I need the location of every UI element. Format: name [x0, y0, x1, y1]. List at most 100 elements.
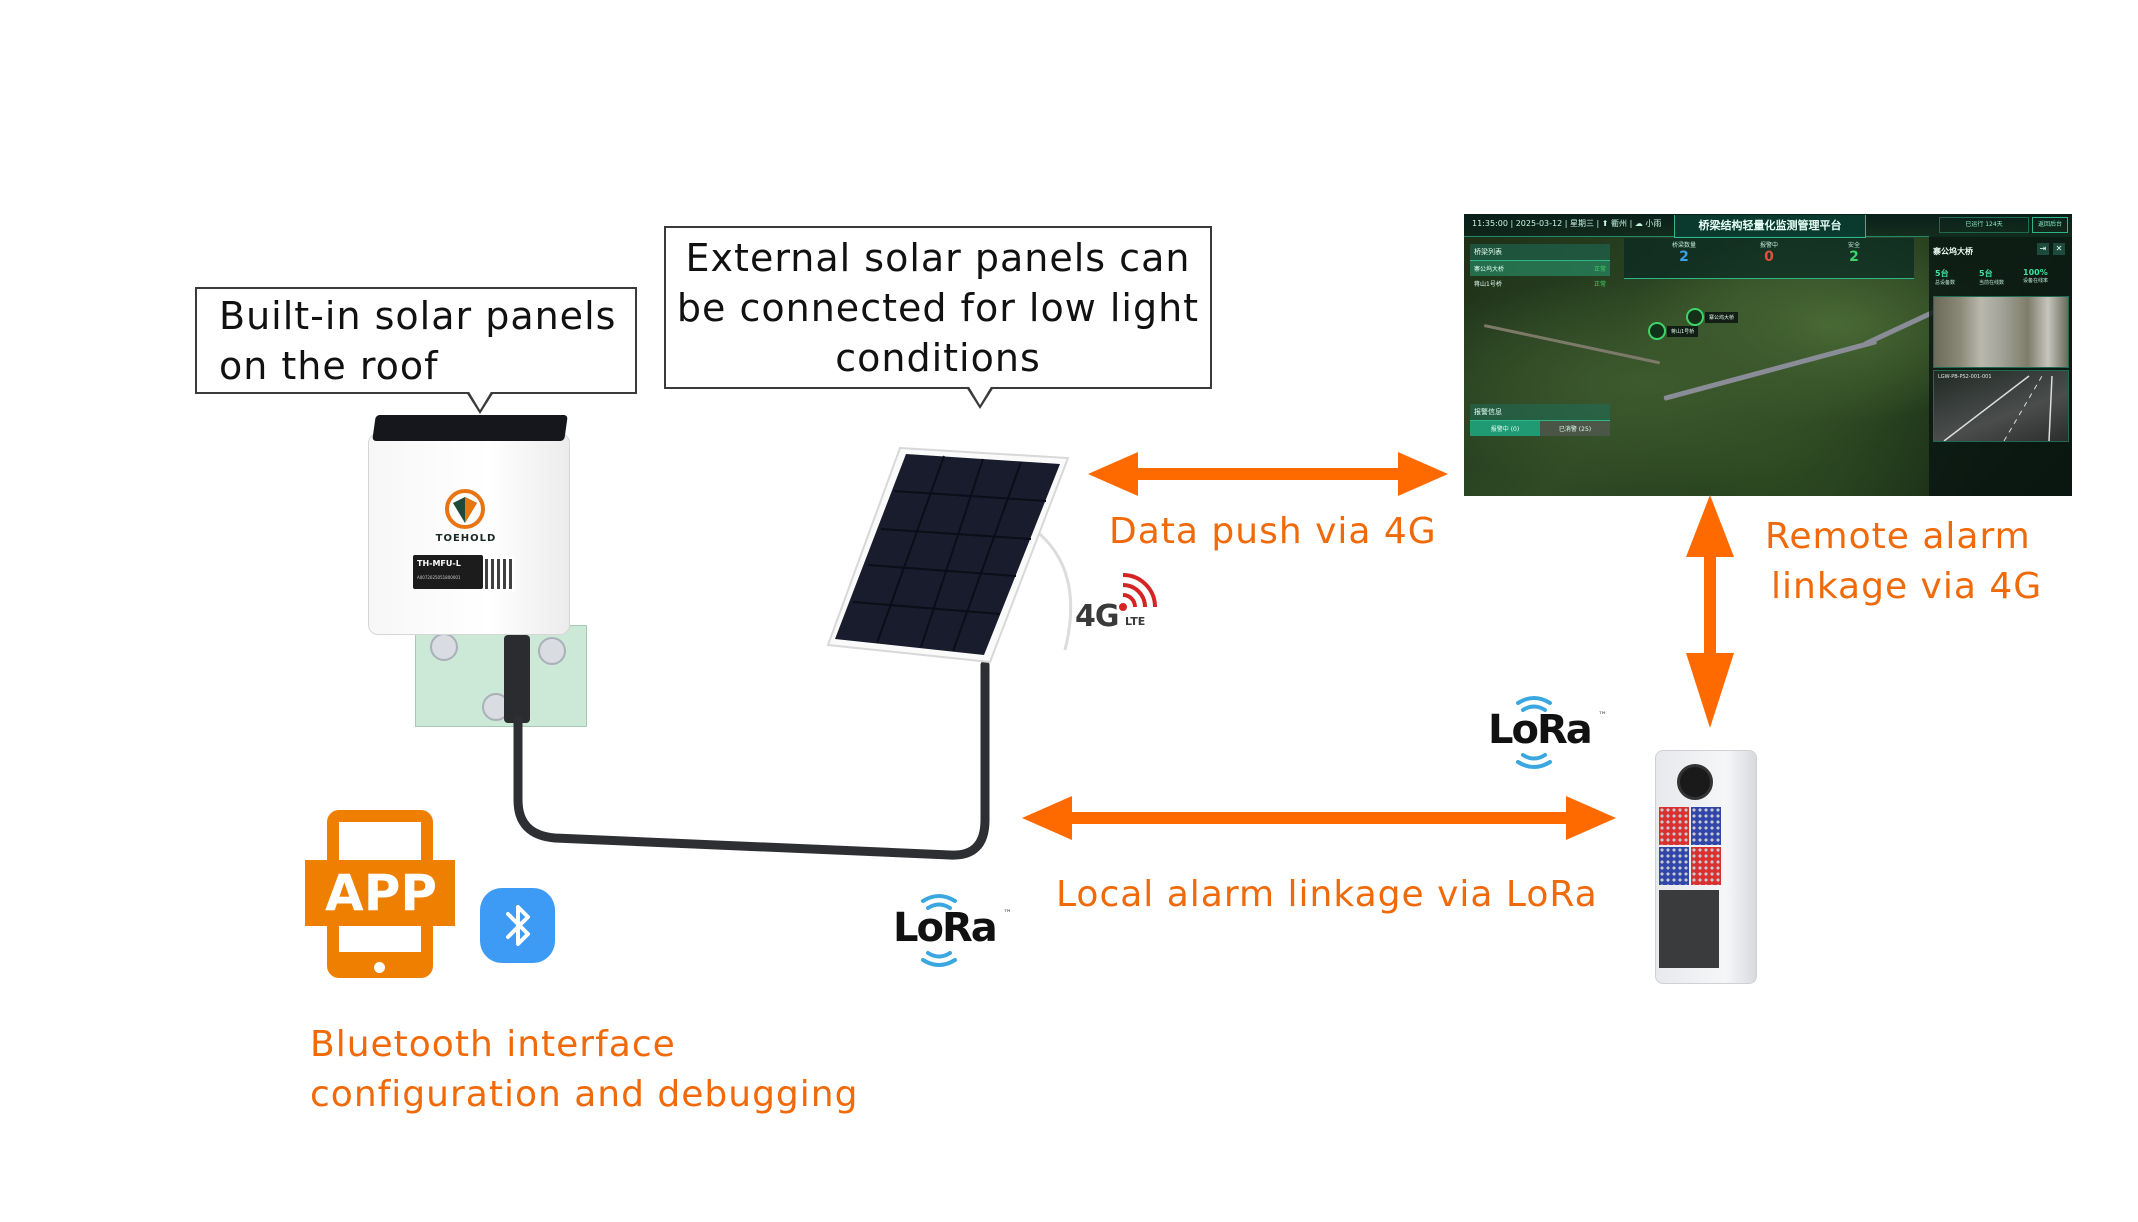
led-matrix-blue — [1659, 847, 1689, 885]
bluetooth-icon — [480, 888, 555, 963]
callout-line: External solar panels can — [685, 236, 1191, 280]
signal-waves-icon — [1119, 573, 1157, 611]
bridge-name: 蒋山1号桥 — [1474, 281, 1502, 288]
camera-feed-bridge[interactable] — [1933, 296, 2069, 368]
bluetooth-glyph-icon — [506, 905, 530, 946]
device-body — [368, 433, 570, 635]
dashboard-datetime: 11:35:00 | 2025-03-12 | 星期三 | ⬆ 衢州 | ☁ 小… — [1472, 219, 1662, 228]
sensor-device: TOEHOLD TH-MFU-L A0072025051800001 — [360, 405, 600, 735]
bridge-detail-panel: 寨公坞大桥 ⇥ ✕ 5台 总设备数 5台 当前在线数 100% 设备在线率 LG… — [1929, 236, 2072, 496]
panel-mount-bracket — [1034, 528, 1073, 651]
back-to-admin-button[interactable]: 返回后台 — [2032, 217, 2068, 233]
builtin-solar-callout: Built-in solar panels on the roof — [195, 287, 637, 414]
qr-code — [483, 557, 515, 591]
led-matrix-blue — [1691, 807, 1721, 845]
detail-stat-label: 当前在线数 — [1979, 280, 2005, 286]
stat-value: 0 — [1764, 249, 1774, 265]
callout-line: be connected for low light — [676, 286, 1200, 330]
location-pin-icon: ⬆ — [1601, 219, 1609, 228]
detail-stat: 5台 总设备数 — [1935, 268, 1975, 286]
model-number: TH-MFU-L — [417, 559, 461, 568]
weather-text: 小雨 — [1645, 219, 1662, 228]
label-line: Remote alarm — [1765, 516, 2031, 557]
tab-label: 报警中 — [1490, 426, 1509, 433]
dashboard-stats: 桥梁数量 2 报警中 0 安全 2 — [1624, 238, 1914, 279]
lora-text: LoRa — [893, 905, 998, 951]
enter-icon[interactable]: ⇥ — [2037, 243, 2049, 255]
detail-stat-label: 设备在线率 — [2023, 278, 2049, 284]
model-label-plate: TH-MFU-L A0072025051800001 — [413, 555, 483, 589]
alarm-info-heading: 报警信息 — [1470, 404, 1610, 421]
led-matrix-red — [1659, 807, 1689, 845]
tab-alarming[interactable]: 报警中 (0) — [1470, 421, 1540, 436]
map-marker-label: 蒋山1号桥 — [1667, 326, 1699, 337]
bridge-list-item[interactable]: 寨公坞大桥 正常 — [1470, 261, 1610, 276]
bridge-list-panel: 桥梁列表 寨公坞大桥 正常 蒋山1号桥 正常 — [1470, 244, 1610, 291]
led-matrix-red — [1691, 847, 1721, 885]
toehold-logo-icon — [445, 489, 485, 529]
map-marker-icon[interactable] — [1686, 308, 1704, 326]
bolt-icon — [538, 637, 566, 665]
callout-line: Built-in solar panels — [219, 294, 617, 338]
weekday-text: 星期三 — [1570, 219, 1594, 228]
camera-feed-highway[interactable]: LGW-PB-PS2-001-001 — [1933, 370, 2069, 442]
stat-label: 安全 — [1847, 242, 1860, 249]
stat-bridge-count: 桥梁数量 2 — [1654, 240, 1714, 265]
bluetooth-config-label: Bluetooth interface configuration and de… — [310, 1020, 858, 1120]
app-banner — [305, 860, 455, 926]
data-push-arrow — [1088, 452, 1448, 496]
4g-text: 4G — [1075, 599, 1119, 634]
label-line: configuration and debugging — [310, 1074, 859, 1115]
callout-tail — [466, 390, 494, 414]
data-push-label: Data push via 4G — [1109, 511, 1437, 552]
external-solar-panel — [820, 440, 1080, 680]
lora-waves-icon — [1516, 696, 1552, 769]
phone-home-dot — [374, 962, 385, 973]
mobile-app-icon: APP — [305, 810, 460, 985]
stat-value: 2 — [1679, 249, 1689, 265]
dashboard-title: 桥梁结构轻量化监测管理平台 — [1674, 215, 1866, 238]
local-alarm-arrow — [1022, 796, 1616, 840]
brand-name: TOEHOLD — [435, 533, 497, 544]
lora-waves-icon — [921, 894, 957, 967]
highway-lanes — [1943, 375, 2053, 441]
solar-panel-surface — [826, 446, 1070, 664]
cable-connector — [504, 635, 530, 723]
close-icon[interactable]: ✕ — [2053, 243, 2065, 255]
map-marker-icon[interactable] — [1648, 322, 1666, 340]
date-text: 2025-03-12 — [1515, 219, 1563, 228]
detail-stat-value: 5台 — [1935, 269, 1949, 278]
alarm-info-panel: 报警信息 报警中 (0) 已消警 (25) — [1470, 404, 1610, 436]
weather-icon: ☁ — [1634, 219, 1643, 228]
4g-lte-logo: 4G LTE — [1075, 573, 1165, 640]
lora-tm: ™ — [1598, 711, 1607, 721]
callout-tail — [966, 385, 994, 409]
bridge-status: 正常 — [1593, 266, 1606, 273]
tab-count: 0 — [1513, 426, 1517, 433]
bridge-list-heading: 桥梁列表 — [1470, 244, 1610, 261]
bridge-name: 寨公坞大桥 — [1474, 266, 1505, 273]
stat-label: 报警中 — [1759, 242, 1778, 249]
tab-cleared[interactable]: 已消警 (25) — [1540, 421, 1610, 436]
stat-value: 2 — [1849, 249, 1859, 265]
uptime-box: 已运行 124天 — [1939, 217, 2029, 233]
app-text: APP — [325, 864, 437, 922]
remote-alarm-arrow — [1686, 495, 1734, 728]
tab-count: 25 — [1581, 426, 1589, 433]
lora-logo: LoRa ™ — [893, 893, 1018, 968]
lora-logo: LoRa ™ — [1488, 695, 1613, 770]
speaker-icon — [1677, 764, 1713, 800]
stat-safe: 安全 2 — [1824, 240, 1884, 265]
callout-line: on the roof — [219, 344, 439, 388]
local-alarm-label: Local alarm linkage via LoRa — [1056, 874, 1598, 915]
detail-stat-value: 100% — [2023, 268, 2048, 277]
lora-tm: ™ — [1003, 909, 1012, 919]
bridge-list-item[interactable]: 蒋山1号桥 正常 — [1470, 276, 1610, 291]
detail-stat: 5台 当前在线数 — [1979, 268, 2019, 286]
lora-text: LoRa — [1488, 707, 1593, 753]
monitoring-dashboard[interactable]: 11:35:00 | 2025-03-12 | 星期三 | ⬆ 衢州 | ☁ 小… — [1464, 214, 2072, 496]
map-marker-label: 寨公坞大桥 — [1705, 312, 1739, 323]
location-text: 衢州 — [1611, 219, 1628, 228]
